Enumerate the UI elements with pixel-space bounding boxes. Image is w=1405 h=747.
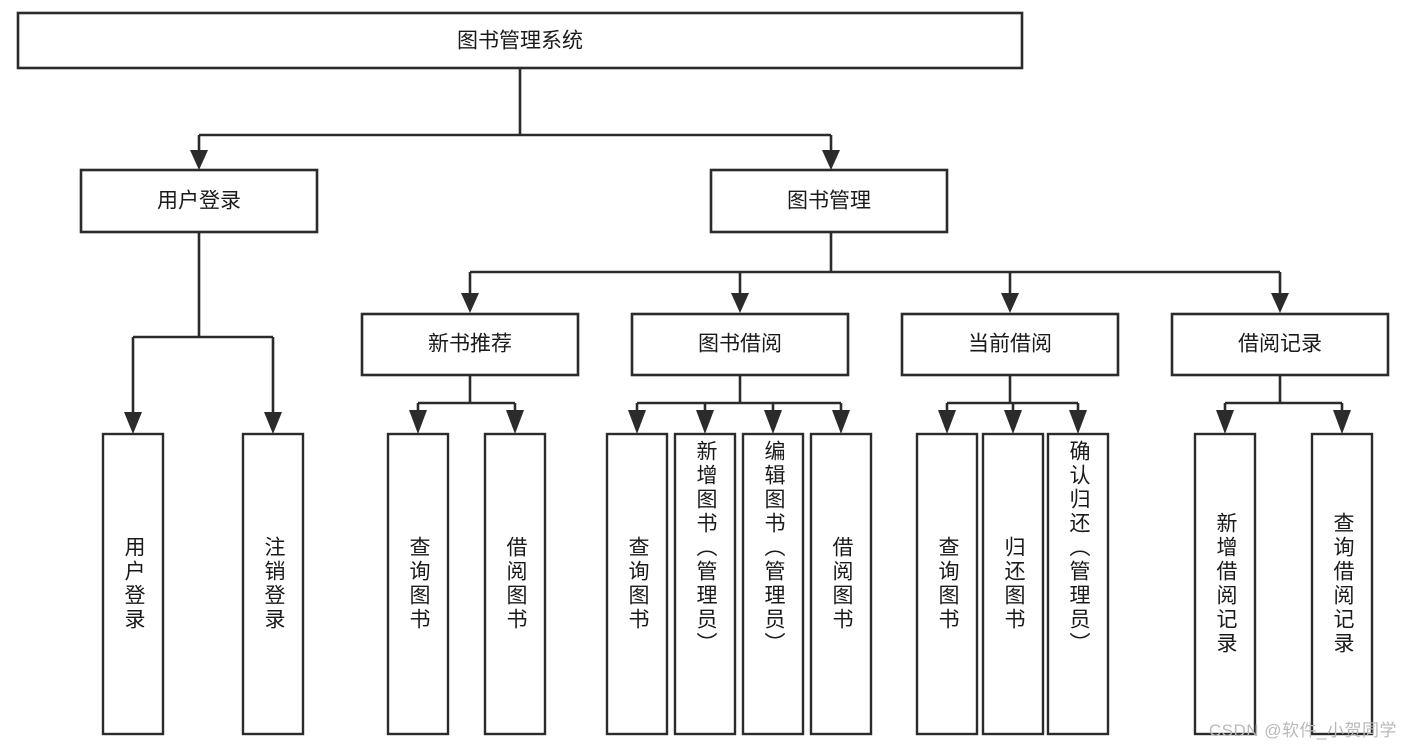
node-root-box[interactable] bbox=[16, 11, 1024, 70]
arrow-head-current-borrow bbox=[1001, 293, 1019, 313]
node-leaf-borrow-book-2-label: 借阅图书 bbox=[830, 536, 854, 632]
node-leaf-confirm-return-box[interactable] bbox=[1046, 432, 1110, 736]
node-leaf-query-book-2-box[interactable] bbox=[605, 432, 669, 736]
node-book-manage-label: 图书管理 bbox=[787, 190, 871, 213]
node-leaf-query-book-2-label: 查询图书 bbox=[626, 536, 650, 632]
node-leaf-borrow-book-1-box[interactable] bbox=[483, 432, 547, 736]
node-current-borrow-label: 当前借阅 bbox=[968, 333, 1052, 356]
node-leaf-add-record[interactable]: 新增借阅记录 bbox=[1195, 434, 1255, 734]
node-leaf-add-book-box[interactable] bbox=[673, 432, 737, 736]
arrow-head-leaf-add-book bbox=[696, 410, 714, 434]
node-leaf-logout-login-box[interactable] bbox=[241, 432, 305, 736]
node-leaf-borrow-book-1[interactable]: 借阅图书 bbox=[485, 434, 545, 734]
node-leaf-edit-book-label: 编辑图书（管理员） bbox=[762, 440, 786, 656]
node-leaf-add-book-label: 新增图书（管理员） bbox=[694, 440, 718, 656]
watermark-text: CSDN @软件_小贺同学 bbox=[1208, 721, 1397, 740]
node-book-borrow-box[interactable] bbox=[630, 312, 850, 377]
node-borrow-record[interactable]: 借阅记录 bbox=[1170, 312, 1390, 377]
node-leaf-add-record-box[interactable] bbox=[1193, 432, 1257, 736]
node-leaf-user-login[interactable]: 用户登录 bbox=[103, 434, 163, 734]
node-leaf-query-record-label: 查询借阅记录 bbox=[1331, 512, 1355, 656]
arrow-head-leaf-user-login bbox=[124, 412, 142, 434]
node-leaf-edit-book[interactable]: 编辑图书（管理员） bbox=[743, 434, 803, 734]
node-root[interactable]: 图书管理系统 bbox=[16, 11, 1024, 70]
arrow-head-leaf-confirm-return bbox=[1069, 410, 1087, 434]
node-book-manage[interactable]: 图书管理 bbox=[709, 168, 949, 234]
node-leaf-return-book-box[interactable] bbox=[981, 432, 1045, 736]
node-leaf-add-record-label: 新增借阅记录 bbox=[1214, 512, 1238, 656]
node-leaf-user-login-box[interactable] bbox=[101, 432, 165, 736]
node-user-login-box[interactable] bbox=[79, 168, 319, 234]
arrow-head-borrow-record bbox=[1271, 293, 1289, 313]
leaf-boxes bbox=[101, 432, 1374, 736]
node-leaf-return-book-label: 归还图书 bbox=[1002, 536, 1026, 632]
arrow-head-leaf-add-record bbox=[1216, 410, 1234, 434]
arrow-head-leaf-borrow-book-1 bbox=[506, 410, 524, 434]
arrow-head-book-borrow bbox=[731, 293, 749, 313]
node-new-book-recommend[interactable]: 新书推荐 bbox=[360, 312, 580, 377]
node-borrow-record-label: 借阅记录 bbox=[1238, 333, 1322, 356]
node-leaf-query-book-1-box[interactable] bbox=[386, 432, 450, 736]
arrow-head-user-login bbox=[190, 150, 208, 170]
arrow-head-new-book-recommend bbox=[461, 293, 479, 313]
node-leaf-query-book-3[interactable]: 查询图书 bbox=[917, 434, 977, 734]
node-leaf-query-book-3-label: 查询图书 bbox=[936, 536, 960, 632]
node-leaf-user-login-label: 用户登录 bbox=[122, 536, 146, 632]
node-leaf-query-book-1[interactable]: 查询图书 bbox=[388, 434, 448, 734]
node-leaf-add-book[interactable]: 新增图书（管理员） bbox=[675, 434, 735, 734]
node-leaf-confirm-return-label: 确认归还（管理员） bbox=[1067, 440, 1091, 656]
node-leaf-confirm-return[interactable]: 确认归还（管理员） bbox=[1048, 434, 1108, 734]
arrow-head-leaf-query-book-3 bbox=[938, 410, 956, 434]
node-root-label: 图书管理系统 bbox=[457, 30, 583, 53]
node-leaf-borrow-book-2-box[interactable] bbox=[809, 432, 873, 736]
node-book-manage-box[interactable] bbox=[709, 168, 949, 234]
node-user-login-label: 用户登录 bbox=[157, 190, 241, 213]
node-borrow-record-box[interactable] bbox=[1170, 312, 1390, 377]
arrow-head-leaf-borrow-book-2 bbox=[832, 410, 850, 434]
node-leaf-logout-login-label: 注销登录 bbox=[262, 536, 286, 632]
arrow-head-book-manage bbox=[822, 150, 840, 170]
node-new-book-recommend-box[interactable] bbox=[360, 312, 580, 377]
arrow-head-leaf-query-book-1 bbox=[409, 410, 427, 434]
arrow-head-leaf-return-book bbox=[1004, 410, 1022, 434]
arrow-head-leaf-query-record bbox=[1333, 410, 1351, 434]
arrow-head-leaf-edit-book bbox=[764, 410, 782, 434]
connectors bbox=[124, 68, 1351, 434]
arrow-head-leaf-query-book-2 bbox=[628, 410, 646, 434]
node-leaf-borrow-book-1-label: 借阅图书 bbox=[504, 536, 528, 632]
node-leaf-query-book-2[interactable]: 查询图书 bbox=[607, 434, 667, 734]
node-leaf-logout-login[interactable]: 注销登录 bbox=[243, 434, 303, 734]
node-book-borrow-label: 图书借阅 bbox=[698, 333, 782, 356]
node-leaf-edit-book-box[interactable] bbox=[741, 432, 805, 736]
node-leaf-borrow-book-2[interactable]: 借阅图书 bbox=[811, 434, 871, 734]
arrow-head-leaf-logout-login bbox=[264, 412, 282, 434]
node-leaf-query-book-3-box[interactable] bbox=[915, 432, 979, 736]
node-leaf-query-book-1-label: 查询图书 bbox=[407, 536, 431, 632]
node-leaf-query-record-box[interactable] bbox=[1310, 432, 1374, 736]
node-current-borrow[interactable]: 当前借阅 bbox=[900, 312, 1120, 377]
node-leaf-query-record[interactable]: 查询借阅记录 bbox=[1312, 434, 1372, 734]
node-leaf-return-book[interactable]: 归还图书 bbox=[983, 434, 1043, 734]
node-book-borrow[interactable]: 图书借阅 bbox=[630, 312, 850, 377]
node-user-login[interactable]: 用户登录 bbox=[79, 168, 319, 234]
node-new-book-recommend-label: 新书推荐 bbox=[428, 333, 512, 356]
node-current-borrow-box[interactable] bbox=[900, 312, 1120, 377]
